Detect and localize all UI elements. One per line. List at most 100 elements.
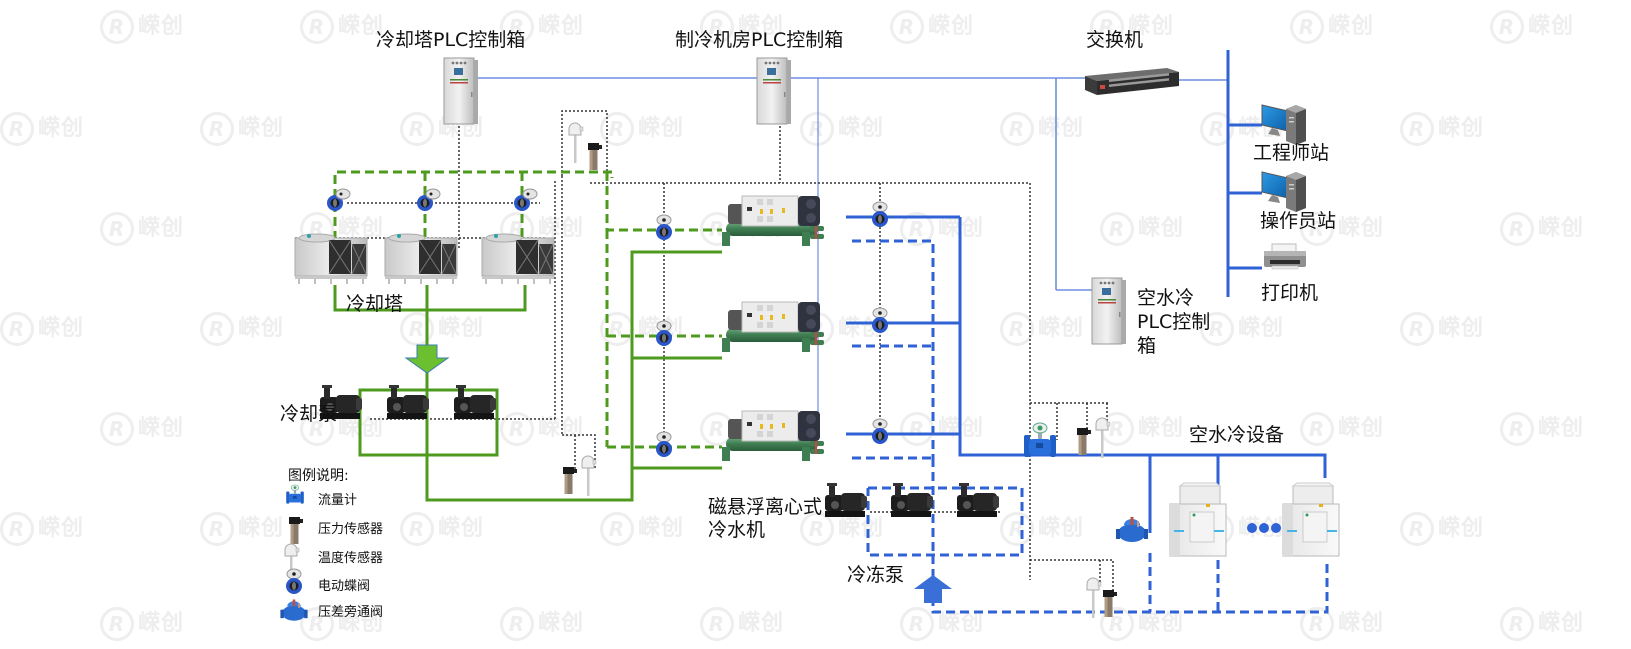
watermark-logo-icon: R — [1400, 112, 1434, 146]
watermark-logo-icon: R — [800, 112, 834, 146]
pressure-sensor-icon[interactable] — [563, 467, 577, 494]
evaporator-butterfly-valve-icon[interactable] — [872, 201, 888, 227]
watermark-text: 嵘创 — [1238, 316, 1285, 341]
engineer-station-computer-icon[interactable] — [1261, 104, 1306, 145]
watermark-logo-icon: R — [1490, 10, 1524, 44]
air-water-plc-label-line2: PLC控制 — [1137, 311, 1211, 333]
watermark-text: 嵘创 — [538, 611, 585, 636]
cooling-pump-unit-icon[interactable] — [387, 385, 429, 419]
engineer-station-label: 工程师站 — [1253, 142, 1330, 164]
watermark-logo-icon: R — [900, 607, 934, 641]
cooling-tower-plc-label: 冷却塔PLC控制箱 — [376, 29, 526, 51]
watermark-logo-icon: R — [400, 512, 434, 546]
watermark-text: 嵘创 — [928, 14, 975, 39]
watermark-text: 嵘创 — [838, 116, 885, 141]
cooling-tower-plc-cabinet-icon[interactable] — [443, 57, 478, 125]
watermark-logo-icon: R — [500, 607, 534, 641]
watermark-text: 嵘创 — [1338, 611, 1385, 636]
pressure-sensor-icon[interactable] — [588, 143, 602, 170]
watermark-text: 嵘创 — [1438, 116, 1485, 141]
watermark-logo-icon: R — [500, 10, 534, 44]
temperature-sensor-icon[interactable] — [1095, 417, 1111, 458]
watermark-text: 嵘创 — [1038, 116, 1085, 141]
cooling-flow-arrow-icon — [404, 344, 450, 374]
cooling-tower-unit-icon[interactable] — [481, 233, 555, 284]
network-switch-icon[interactable] — [1085, 68, 1179, 95]
temperature-sensor-icon[interactable] — [568, 122, 584, 163]
watermark-logo-icon: R — [1100, 212, 1134, 246]
chiller-room-plc-cabinet-icon[interactable] — [756, 57, 791, 125]
watermark-logo-icon: R — [100, 412, 134, 446]
legend-item-label: 流量计 — [318, 493, 358, 508]
evaporator-butterfly-valve-icon[interactable] — [872, 307, 888, 333]
watermark-text: 嵘创 — [38, 516, 85, 541]
watermark-text: 嵘创 — [1538, 416, 1585, 441]
watermark-text: 嵘创 — [1338, 216, 1385, 241]
chilled-flow-arrow-icon — [914, 575, 952, 603]
watermark-text: 嵘创 — [138, 14, 185, 39]
operator-station-computer-icon[interactable] — [1261, 171, 1306, 212]
watermark-text: 嵘创 — [338, 611, 385, 636]
cooling-tower-unit-icon[interactable] — [384, 233, 458, 284]
watermark-logo-icon: R — [100, 212, 134, 246]
temperature-sensor-icon[interactable] — [581, 455, 597, 496]
watermark-text: 嵘创 — [938, 611, 985, 636]
watermark-logo-icon: R — [700, 607, 734, 641]
watermark-text: 嵘创 — [1328, 14, 1375, 39]
bypass-valve-icon[interactable] — [1116, 517, 1148, 542]
cooling-pump-unit-icon[interactable] — [454, 385, 496, 419]
watermark-logo-icon: R — [1500, 607, 1534, 641]
cooling-tower-unit-icon[interactable] — [294, 233, 368, 284]
legend-butterfly-valve-icon — [286, 568, 302, 594]
watermark-text: 嵘创 — [538, 216, 585, 241]
condenser-butterfly-valve-icon[interactable] — [656, 214, 672, 240]
pressure-sensor-icon[interactable] — [1077, 428, 1091, 455]
tower-butterfly-valve-icon[interactable] — [327, 188, 351, 211]
condenser-butterfly-valve-icon[interactable] — [656, 431, 672, 457]
temperature-sensor-icon[interactable] — [1086, 577, 1102, 618]
maglev-chiller-unit-icon[interactable] — [722, 301, 824, 352]
watermark-text: 嵘创 — [138, 216, 185, 241]
evaporator-butterfly-valve-icon[interactable] — [872, 418, 888, 444]
printer-icon[interactable] — [1264, 243, 1306, 270]
chilled-pump-unit-icon[interactable] — [957, 483, 999, 517]
watermark-logo-icon: R — [1100, 607, 1134, 641]
watermark-logo-icon: R — [1290, 10, 1324, 44]
watermark-text: 嵘创 — [1138, 611, 1185, 636]
watermark-logo-icon: R — [0, 112, 34, 146]
tower-butterfly-valve-icon[interactable] — [514, 188, 538, 211]
legend-bypass-valve-icon — [280, 599, 308, 621]
watermark-text: 嵘创 — [138, 416, 185, 441]
pressure-sensor-icon[interactable] — [1103, 590, 1117, 617]
condenser-butterfly-valve-icon[interactable] — [656, 320, 672, 346]
maglev-chiller-unit-icon[interactable] — [722, 410, 824, 461]
air-water-unit-icon[interactable] — [1282, 482, 1340, 557]
chilled-pump-unit-icon[interactable] — [891, 483, 933, 517]
flow-meter-icon[interactable] — [1024, 422, 1056, 457]
tower-butterfly-valve-icon[interactable] — [417, 188, 441, 211]
watermark-logo-icon: R — [800, 512, 834, 546]
air-water-unit-icon[interactable] — [1169, 482, 1227, 557]
cooling-pump-unit-icon[interactable] — [320, 385, 362, 419]
legend-item-label: 压力传感器 — [318, 522, 384, 537]
watermark-logo-icon: R — [1400, 312, 1434, 346]
watermark-logo-icon: R — [100, 607, 134, 641]
maglev-chiller-unit-icon[interactable] — [722, 195, 824, 246]
chilled-pump-unit-icon[interactable] — [825, 483, 867, 517]
watermark-logo-icon: R — [500, 412, 534, 446]
watermark-logo-icon: R — [400, 112, 434, 146]
air-water-plc-cabinet-icon[interactable] — [1091, 277, 1126, 345]
watermark-text: 嵘创 — [1538, 611, 1585, 636]
chilled-pump-label: 冷冻泵 — [847, 564, 905, 586]
watermark-text: 嵘创 — [238, 516, 285, 541]
